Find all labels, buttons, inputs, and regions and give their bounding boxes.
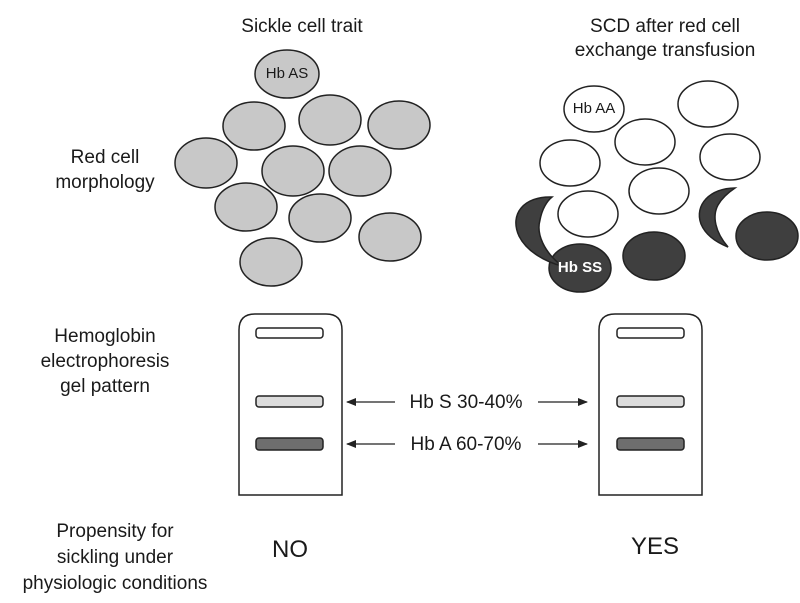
answer-trait-no: NO: [272, 536, 308, 563]
row-label-propensity-line1: Propensity for: [56, 521, 174, 542]
gel-band-hb-s: [616, 395, 685, 408]
trait-cell-hb-as: [254, 49, 320, 99]
normal-cell: [557, 190, 619, 238]
cell-label-hb-aa: Hb AA: [572, 100, 616, 117]
gel-band-hb-a: [616, 437, 685, 451]
row-label-morphology-line2: morphology: [55, 172, 155, 193]
cell-label-hb-ss: Hb SS: [557, 259, 603, 276]
row-label-propensity-line3: physiologic conditions: [22, 573, 208, 594]
gel-lane-right: [598, 313, 703, 496]
trait-cell: [328, 145, 392, 197]
crescent-sickle-cell: [515, 196, 563, 267]
gel-band-origin: [255, 327, 324, 339]
trait-cell: [214, 182, 278, 232]
gel-lane-left: [238, 313, 343, 496]
row-label-electrophoresis-line3: gel pattern: [60, 376, 150, 397]
row-label-electrophoresis-line2: electrophoresis: [40, 351, 170, 372]
normal-cell-group: [539, 80, 761, 238]
sickle-cell-hb-ss: [548, 243, 612, 293]
trait-cell: [261, 145, 325, 197]
sickle-cell: [622, 231, 686, 281]
normal-cell: [539, 139, 601, 187]
band-label-hb-a: Hb A 60-70%: [410, 434, 522, 455]
title-scd-after-exchange-line1: SCD after red cell: [590, 16, 740, 37]
normal-cell: [614, 118, 676, 166]
normal-cell: [628, 167, 690, 215]
trait-cell: [174, 137, 238, 189]
row-label-propensity-line2: sickling under: [56, 547, 174, 568]
answer-scd-yes: YES: [630, 533, 680, 560]
row-label-electrophoresis-line1: Hemoglobin: [54, 326, 156, 347]
gel-band-hb-s: [255, 395, 324, 408]
gel-band-origin: [616, 327, 685, 339]
band-arrows: [346, 398, 588, 448]
normal-cell: [677, 80, 739, 128]
title-sickle-cell-trait: Sickle cell trait: [241, 16, 363, 37]
trait-cell: [298, 94, 362, 146]
trait-cell: [239, 237, 303, 287]
trait-cell: [222, 101, 286, 151]
normal-cell: [699, 133, 761, 181]
crescent-sickle-cell: [698, 187, 738, 248]
title-scd-after-exchange-line2: exchange transfusion: [574, 40, 756, 61]
gel-band-hb-a: [255, 437, 324, 451]
trait-cell: [367, 100, 431, 150]
trait-cell: [358, 212, 422, 262]
trait-cell: [288, 193, 352, 243]
row-label-morphology-line1: Red cell: [70, 147, 140, 168]
sickle-cell-group: [515, 187, 799, 293]
trait-cell-group: [174, 49, 431, 287]
normal-cell-hb-aa: [563, 85, 625, 133]
band-label-hb-s: Hb S 30-40%: [409, 392, 523, 413]
cell-label-hb-as: Hb AS: [265, 65, 309, 82]
sickle-cell: [735, 211, 799, 261]
